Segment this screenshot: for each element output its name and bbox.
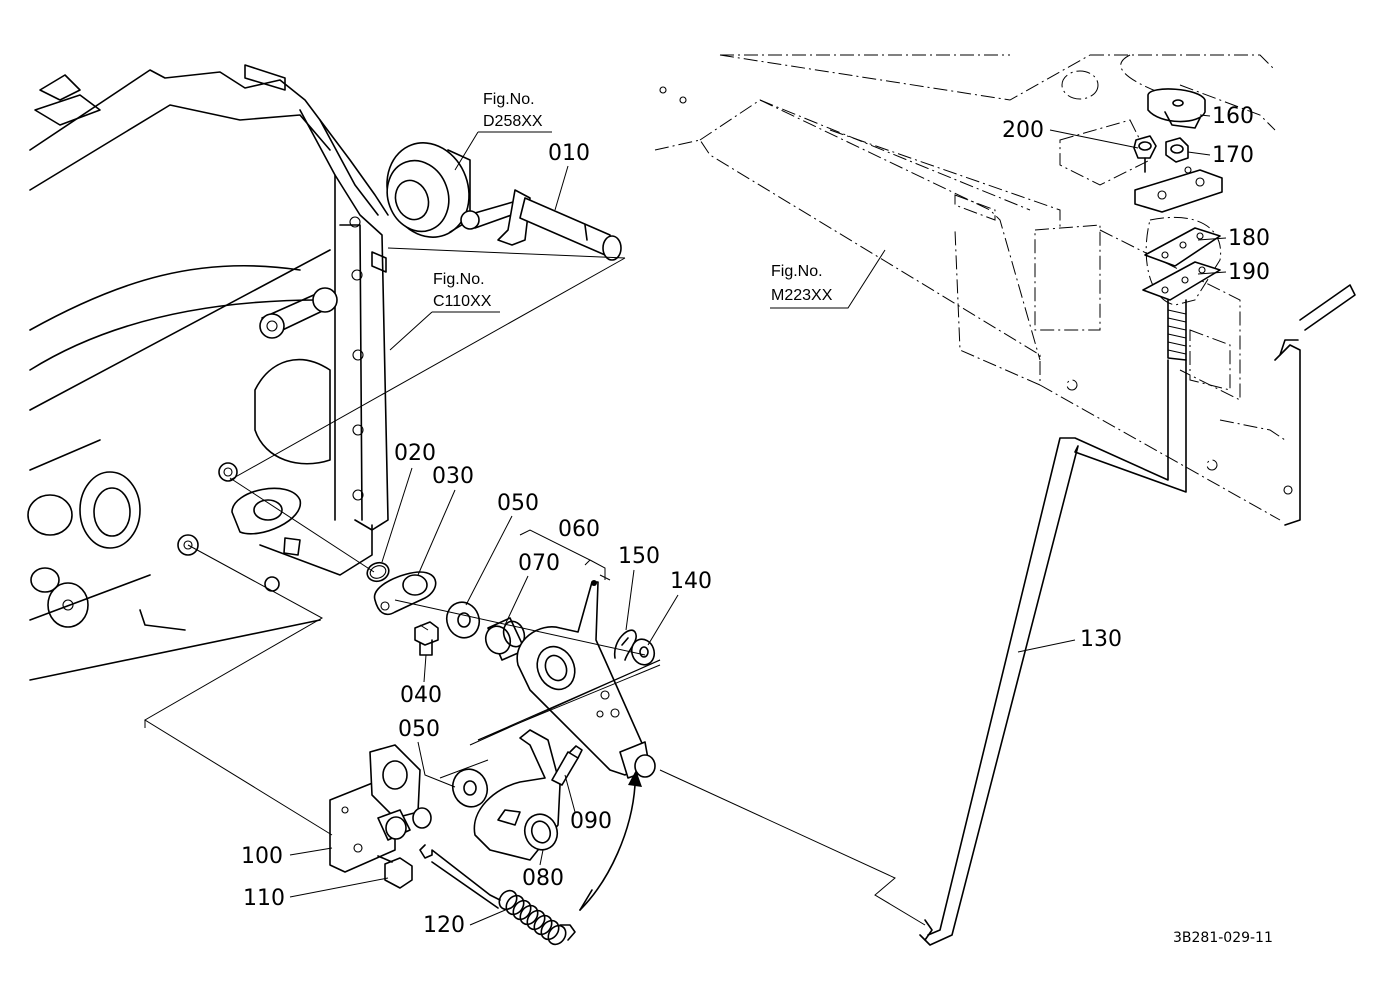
drawing-code: 3B281-029-11 [1173, 930, 1273, 946]
frame-outline [654, 54, 1356, 526]
figure-ref-m223: Fig.No. M223XX [770, 249, 886, 309]
bolt-040 [414, 621, 439, 656]
part-140-label: 140 [670, 569, 712, 594]
rod-130 [919, 299, 1187, 946]
transmission-housing [27, 64, 389, 681]
part-050-upper-label: 050 [497, 491, 539, 516]
arm-060 [516, 580, 656, 779]
part-020-label: 020 [394, 441, 436, 466]
bolt-110 [377, 855, 413, 889]
part-010-label: 010 [548, 141, 590, 166]
motion-arrow [579, 770, 642, 911]
o-ring-020 [366, 561, 390, 583]
washer-050-lower [451, 768, 489, 808]
part-080-label: 080 [522, 866, 564, 891]
figure-ref-code: M223XX [771, 287, 833, 304]
part-150-label: 150 [618, 544, 660, 569]
part-110-label: 110 [243, 886, 285, 911]
part-090-label: 090 [570, 809, 612, 834]
figure-ref-c110: Fig.No. C110XX [389, 271, 500, 351]
part-120-label: 120 [423, 913, 465, 938]
plate-190 [1142, 261, 1221, 301]
part-callouts: 010 020 030 040 050 060 070 150 140 050 … [241, 104, 1270, 938]
bracket-100 [329, 744, 432, 873]
part-060-label: 060 [558, 517, 600, 542]
part-200-label: 200 [1002, 118, 1044, 143]
part-030-label: 030 [432, 464, 474, 489]
washer-140 [630, 638, 656, 666]
part-130-label: 130 [1080, 627, 1122, 652]
spring-120 [419, 844, 576, 946]
part-170-label: 170 [1212, 143, 1254, 168]
part-070-label: 070 [518, 551, 560, 576]
shaft-010 [386, 142, 622, 261]
part-180-label: 180 [1228, 226, 1270, 251]
washer-050-upper [445, 601, 481, 639]
part-050-lower-label: 050 [398, 717, 440, 742]
figure-ref-label: Fig.No. [771, 263, 823, 280]
lever-160 [1147, 88, 1206, 129]
bolt-200 [1133, 135, 1157, 173]
figure-ref-label: Fig.No. [483, 91, 535, 108]
part-100-label: 100 [241, 844, 283, 869]
pin-090 [551, 745, 583, 786]
figure-ref-code: C110XX [433, 293, 492, 310]
part-190-label: 190 [1228, 260, 1270, 285]
figure-ref-code: D258XX [483, 113, 543, 130]
part-040-label: 040 [400, 683, 442, 708]
figure-ref-d258: Fig.No. D258XX [454, 91, 552, 171]
figure-ref-label: Fig.No. [433, 271, 485, 288]
plate-030 [373, 571, 437, 616]
nut-170 [1165, 137, 1189, 163]
cam-080 [473, 729, 561, 861]
bracket-plate-upper [1134, 166, 1223, 213]
part-160-label: 160 [1212, 104, 1254, 129]
assembly-lines [144, 247, 926, 926]
plate-180 [1144, 227, 1221, 267]
